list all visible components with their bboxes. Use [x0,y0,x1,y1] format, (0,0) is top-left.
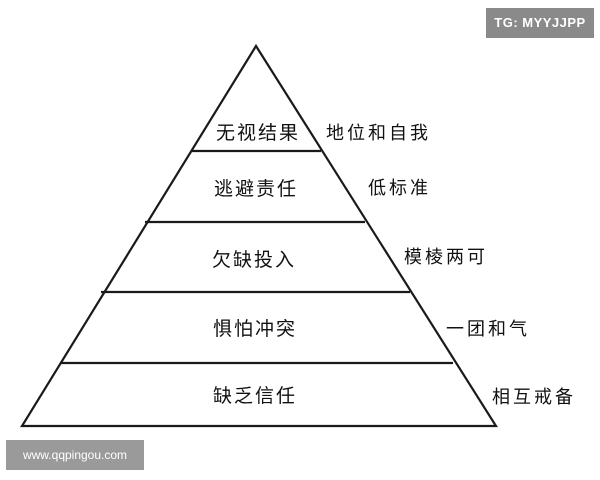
pyramid-outline [20,43,498,428]
level-2-label: 逃避责任 [214,178,298,200]
level-4-label: 惧怕冲突 [213,318,297,340]
level-2-side-label: 低标准 [368,178,431,199]
level-1-label: 无视结果 [216,122,300,144]
level-3-side-label: 模棱两可 [404,247,488,268]
level-3-label: 欠缺投入 [212,249,296,271]
level-5-label: 缺乏信任 [213,385,297,407]
level-1-side-label: 地位和自我 [326,123,431,144]
level-5-side-label: 相互戒备 [492,387,576,408]
site-watermark-badge: www.qqpingou.com [6,440,144,470]
level-4-side-label: 一团和气 [446,319,530,340]
tg-watermark-badge: TG: MYYJJPP [486,8,594,38]
